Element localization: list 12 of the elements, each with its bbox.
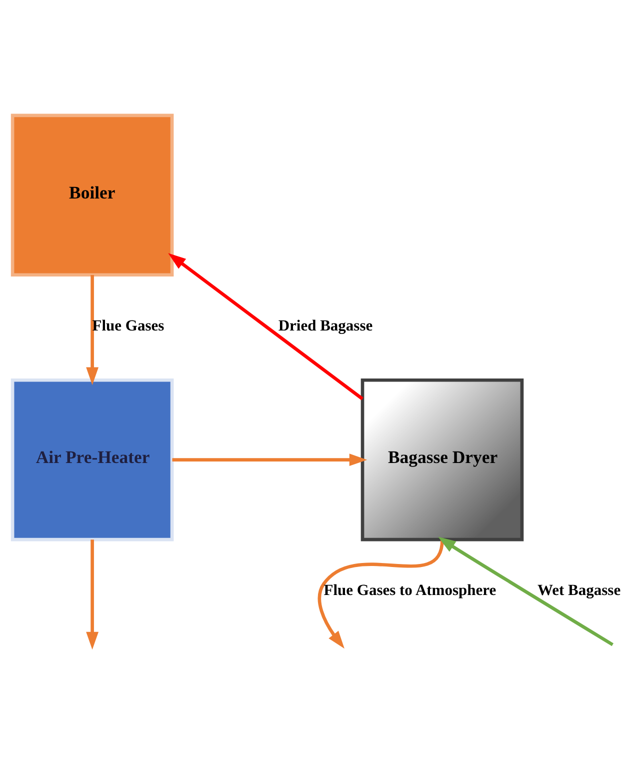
arrow (172, 454, 368, 466)
node-box: Air Pre-Heater (10, 378, 174, 542)
arrow (168, 253, 364, 400)
arrow (318, 539, 444, 649)
arrow (86, 275, 99, 386)
edge-label: Flue Gases to Atmosphere (324, 582, 496, 600)
edge-label: Wet Bagasse (537, 582, 621, 600)
edge-label: Dried Bagasse (278, 317, 373, 334)
node-box: Bagasse Dryer (360, 378, 524, 542)
arrow (86, 540, 99, 650)
node-box: Boiler (10, 114, 174, 277)
arrow (438, 536, 614, 646)
